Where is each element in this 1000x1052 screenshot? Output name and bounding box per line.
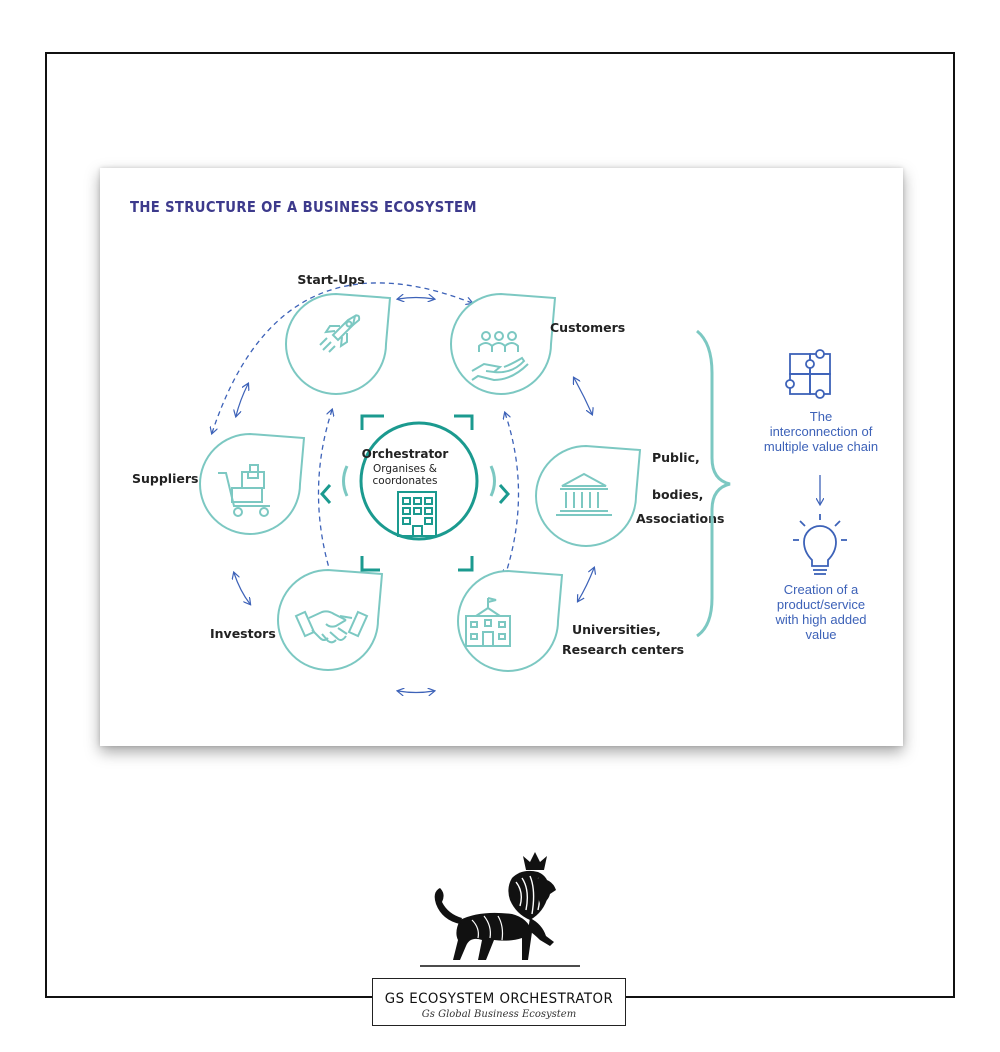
lion-logo bbox=[420, 852, 580, 967]
chevron-left-icon bbox=[319, 484, 332, 504]
label-public-3: Associations bbox=[636, 511, 724, 526]
arrow-public-universities bbox=[578, 568, 594, 601]
rocket-icon bbox=[319, 314, 361, 353]
label-public-1: Public, bbox=[652, 450, 700, 465]
puzzle-icon bbox=[785, 349, 831, 399]
chevron-right-icon bbox=[498, 484, 511, 504]
bracket-top-right bbox=[454, 414, 474, 430]
investors-circle bbox=[277, 568, 384, 671]
arrow-suppliers-investors bbox=[234, 573, 250, 604]
dashed-link-startups-investors bbox=[317, 410, 333, 578]
diagram-card: THE STRUCTURE OF A BUSINESS ECOSYSTEM bbox=[100, 168, 903, 746]
startups-circle bbox=[285, 292, 392, 395]
orchestrator-circle bbox=[359, 421, 479, 541]
dashed-link-suppliers-customers bbox=[212, 282, 472, 433]
interconnection-line-3: multiple value chain bbox=[764, 439, 878, 454]
bracket-bottom-left bbox=[360, 556, 380, 572]
brand-name: GS ECOSYSTEM ORCHESTRATOR bbox=[384, 991, 614, 1007]
orchestrator-title: Orchestrator bbox=[362, 447, 449, 461]
public-circle bbox=[535, 444, 642, 547]
creation-line-2: product/service bbox=[777, 597, 865, 612]
creation-line-1: Creation of a bbox=[784, 582, 859, 597]
creation-line-4: value bbox=[805, 627, 836, 642]
people-hand-icon bbox=[471, 331, 529, 382]
interconnection-line-2: interconnection of bbox=[770, 424, 873, 439]
orchestrator-subtitle-1: Organises & bbox=[373, 463, 437, 475]
arrow-investors-universities bbox=[398, 691, 434, 693]
orchestrator-subtitle-2: coordonates bbox=[373, 475, 438, 487]
interconnection-line-1: The bbox=[810, 409, 832, 424]
label-investors: Investors bbox=[210, 626, 276, 641]
cart-icon bbox=[218, 464, 270, 517]
dashed-link-customers-universities bbox=[505, 413, 520, 576]
suppliers-circle bbox=[199, 432, 306, 535]
bracket-bottom-right bbox=[458, 556, 474, 572]
diagram-title: THE STRUCTURE OF A BUSINESS ECOSYSTEM bbox=[130, 198, 477, 216]
label-public-2: bodies, bbox=[652, 487, 703, 502]
handshake-icon bbox=[294, 610, 369, 644]
ecosystem-diagram: Orchestrator Organises & coordonates Sta… bbox=[132, 272, 878, 746]
label-universities-1: Universities, bbox=[572, 622, 661, 637]
building-columns-icon bbox=[556, 472, 612, 516]
arrow-suppliers-startups bbox=[236, 384, 248, 416]
label-startups: Start-Ups bbox=[297, 272, 364, 287]
arrow-customers-public bbox=[574, 378, 592, 414]
label-suppliers: Suppliers bbox=[132, 471, 198, 486]
office-building-icon bbox=[397, 491, 437, 537]
arc-right bbox=[489, 465, 496, 497]
school-icon bbox=[465, 597, 511, 647]
creation-line-3: with high added bbox=[774, 612, 866, 627]
brace bbox=[696, 329, 731, 638]
lightbulb-icon bbox=[793, 514, 847, 575]
brand-tagline: Gs Global Business Ecosystem bbox=[421, 1009, 577, 1020]
label-universities-2: Research centers bbox=[562, 642, 684, 657]
brand-box: GS ECOSYSTEM ORCHESTRATOR Gs Global Busi… bbox=[372, 978, 626, 1026]
bracket-top-left bbox=[360, 414, 384, 430]
arrow-startups-customers bbox=[398, 298, 434, 300]
arc-left bbox=[342, 465, 349, 497]
label-customers: Customers bbox=[550, 320, 625, 335]
